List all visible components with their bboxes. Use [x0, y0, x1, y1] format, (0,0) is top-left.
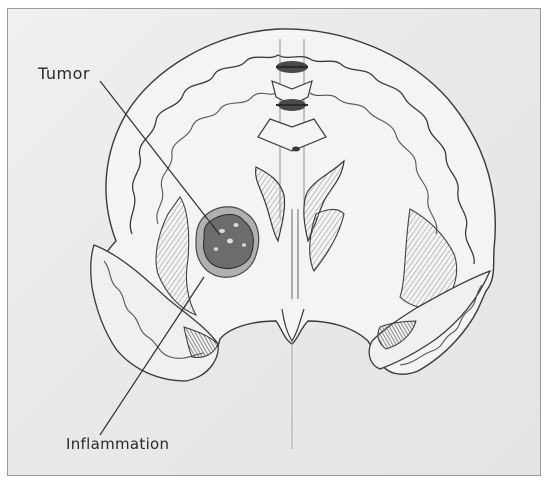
tumor-label: Tumor [38, 64, 90, 83]
paper-sheet: Tumor Inflammation [7, 8, 541, 476]
inflammation-label: Inflammation [66, 435, 169, 453]
